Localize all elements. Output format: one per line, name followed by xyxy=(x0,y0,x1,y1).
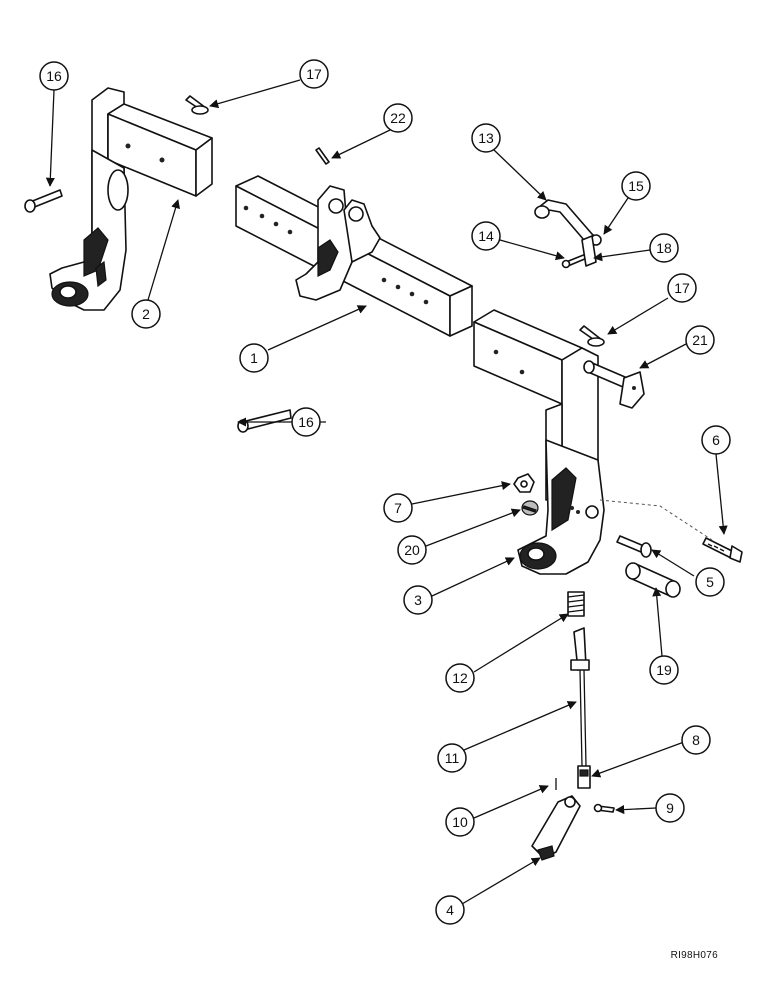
hex-bolt-long xyxy=(702,537,743,563)
callout-label: 2 xyxy=(142,306,150,322)
callout-label: 13 xyxy=(478,130,494,146)
callout-5: 5 xyxy=(695,567,725,597)
callout-4: 4 xyxy=(435,895,465,925)
right-hook-bracket xyxy=(473,309,605,575)
callout-label: 20 xyxy=(404,542,420,558)
callout-16-left: 16 xyxy=(39,61,69,91)
callout-label: 12 xyxy=(452,670,468,686)
spacer-washer xyxy=(521,500,539,516)
small-bolt xyxy=(593,803,615,813)
callout-label: 5 xyxy=(706,574,714,590)
callout-7: 7 xyxy=(383,493,413,523)
callout-17-right: 17 xyxy=(667,273,697,303)
latch-rod xyxy=(570,627,590,767)
callout-3: 3 xyxy=(403,585,433,615)
callout-12: 12 xyxy=(445,663,475,693)
hex-bolt-short xyxy=(616,535,652,558)
callout-label: 17 xyxy=(306,66,322,82)
callout-label: 17 xyxy=(674,280,690,296)
callout-16-center: 16 xyxy=(291,407,321,437)
callout-label: 6 xyxy=(712,432,720,448)
callout-label: 15 xyxy=(628,178,644,194)
callout-label: 11 xyxy=(445,750,460,766)
callout-17-upper: 17 xyxy=(299,59,329,89)
callout-13: 13 xyxy=(471,123,501,153)
callout-6: 6 xyxy=(701,425,731,455)
callout-15: 15 xyxy=(621,171,651,201)
callout-label: 16 xyxy=(298,414,314,430)
callout-label: 1 xyxy=(250,350,258,366)
callout-20: 20 xyxy=(397,535,427,565)
callout-label: 18 xyxy=(656,240,672,256)
callout-10: 10 xyxy=(445,807,475,837)
callout-label: 22 xyxy=(390,110,406,126)
assembly-line xyxy=(599,499,713,541)
pivot-sleeve xyxy=(625,562,681,598)
callout-18: 18 xyxy=(649,233,679,263)
callout-label: 10 xyxy=(452,814,468,830)
release-lever xyxy=(531,795,581,861)
callout-label: 8 xyxy=(692,732,700,748)
compression-spring xyxy=(567,591,585,617)
pin-left xyxy=(24,189,63,213)
callout-label: 7 xyxy=(394,500,402,516)
roll-pin xyxy=(315,147,330,165)
left-hook-bracket xyxy=(49,87,213,311)
callout-9: 9 xyxy=(655,793,685,823)
callout-label: 3 xyxy=(414,592,422,608)
callout-21: 21 xyxy=(685,325,715,355)
callout-label: 21 xyxy=(692,332,708,348)
reference-code: RI98H076 xyxy=(671,950,719,961)
callout-label: 4 xyxy=(446,902,454,918)
rod-clevis xyxy=(577,765,591,789)
callout-19: 19 xyxy=(649,655,679,685)
pin-center xyxy=(237,409,292,433)
clip-right xyxy=(579,325,605,347)
callout-2: 2 xyxy=(131,299,161,329)
callout-label: 9 xyxy=(666,800,674,816)
callout-label: 19 xyxy=(656,662,672,678)
clip-upper xyxy=(185,95,209,115)
callout-label: 16 xyxy=(46,68,62,84)
pivot-pin xyxy=(583,360,645,409)
small-pin xyxy=(561,253,588,269)
main-crossbar-assembly xyxy=(235,175,473,337)
latch-link xyxy=(581,235,597,267)
callout-11: 11 xyxy=(437,743,467,773)
callout-1: 1 xyxy=(239,343,269,373)
callout-22: 22 xyxy=(383,103,413,133)
callout-14: 14 xyxy=(471,221,501,251)
callout-8: 8 xyxy=(681,725,711,755)
callout-label: 14 xyxy=(478,228,494,244)
leader-lines xyxy=(45,79,728,905)
hex-nut xyxy=(513,473,535,493)
